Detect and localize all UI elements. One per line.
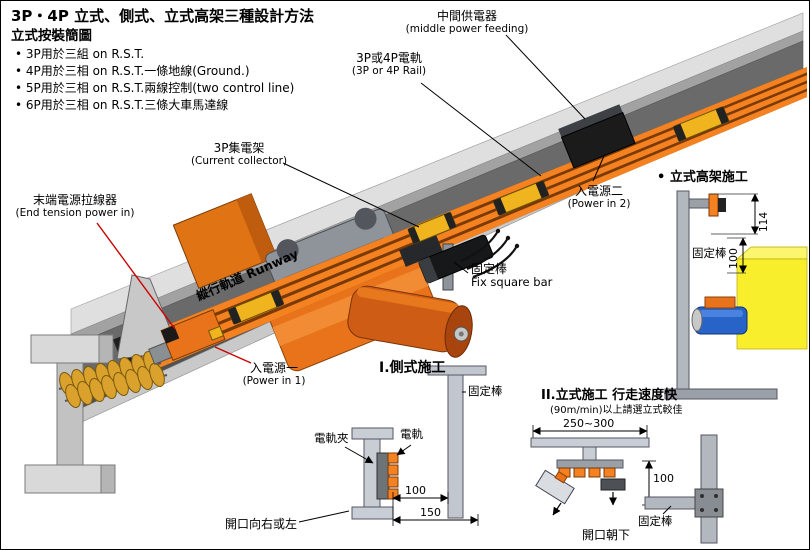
end-power-clamp (160, 309, 226, 361)
black-leader-lines (282, 34, 605, 274)
dim-150-label: 150 (420, 506, 441, 519)
detail-vertical (530, 425, 724, 544)
rail-clamp (492, 180, 550, 216)
end-tension-assembly (58, 274, 226, 408)
callout-collector-zh: 3P集電架 (213, 141, 265, 155)
dimension-lines (392, 494, 479, 524)
rail-label: 電軌 (400, 427, 423, 441)
callout-power-in-1-en: (Power in 1) (242, 375, 306, 388)
rail-clamp-label: 電軌夾 (314, 431, 349, 445)
beam-end-cross-section (24, 334, 116, 494)
spec-bullet: • 4P用於三相 on R.S.T.一條地線(Ground.) (15, 64, 250, 78)
hoist-motor (347, 285, 473, 358)
page-subtitle: 立式按裝簡圖 (11, 28, 92, 44)
middle-power-feeder-box (558, 104, 636, 169)
collector-spring-arms (460, 228, 520, 279)
callout-power-in-1: 入電源一 (Power in 1) (227, 361, 321, 388)
current-collector (399, 211, 520, 291)
callout-collector-en: (Current collector) (190, 155, 288, 168)
hanging-collector (600, 478, 626, 491)
dim-100-side-label: 100 (405, 484, 426, 497)
callout-power-in-2: 入電源二 (Power in 2) (551, 184, 647, 211)
callout-middle-power-zh: 中間供電器 (436, 9, 497, 23)
collector-bracket (407, 211, 457, 245)
ceiling-beam-flange (530, 437, 650, 448)
dim-100-vertical-label: 100 (653, 472, 674, 485)
rail-clamp-section (376, 452, 390, 500)
callout-fix-bar-zh: 固定棒 (471, 262, 508, 276)
spec-bullet: • 3P用於三組 on R.S.T. (15, 47, 145, 61)
red-leader-lines (96, 222, 252, 364)
callout-power-in-2-zh: 入電源二 (574, 184, 623, 198)
rail-clamps (227, 106, 730, 325)
callout-middle-power: 中間供電器 (middle power feeding) (391, 9, 543, 36)
detail-vertical-title: II.立式施工 行走速度快 (541, 388, 678, 403)
detail-elevated-fix-bar-label: 固定棒 (692, 246, 727, 260)
tilted-collector (535, 469, 575, 505)
side-post (447, 374, 464, 519)
detail-vertical-note: (90m/min)以上請選立式較佳 (550, 405, 683, 416)
page-title: 3P・4P 立式、側式、立式高架三種設計方法 (11, 7, 315, 25)
collector-body (418, 234, 494, 284)
callout-end-tension: 末端電源拉線器 (End tension power in) (5, 193, 145, 220)
support-column (676, 190, 690, 394)
dimension-lines (739, 193, 759, 274)
opening-down-label: 開口朝下 (582, 528, 631, 542)
hanging-rails (558, 467, 616, 478)
detail-side (298, 365, 487, 526)
rail-clamp (672, 106, 730, 142)
callout-fix-bar: 固定棒 Fix square bar (471, 262, 552, 290)
callout-end-tension-en: (End tension power in) (15, 207, 135, 220)
callout-middle-power-en: (middle power feeding) (405, 23, 529, 36)
detail-side-fix-bar-label: 固定棒 (468, 384, 503, 398)
dim-100-label: 100 (727, 248, 740, 269)
callout-fix-bar-en: Fix square bar (471, 275, 553, 290)
callout-rail-zh: 3P或4P電軌 (356, 51, 422, 65)
callout-power-in-2-en: (Power in 2) (567, 198, 631, 211)
dim-span-label: 250~300 (563, 417, 615, 430)
rail-clamp (227, 289, 285, 325)
wall-block (736, 258, 808, 350)
opening-direction-label: 開口向右或左 (225, 517, 298, 531)
conductor-rails (123, 67, 807, 384)
spec-bullet: • 6P用於三相 on R.S.T.三條大車馬達線 (15, 98, 229, 112)
callout-rail-en: (3P or 4P Rail) (351, 65, 427, 78)
mini-rail (708, 193, 719, 217)
hoist-back-box (172, 193, 278, 289)
detail-vertical-fix-bar-label: 固定棒 (638, 514, 673, 528)
conductor-rail-band (123, 67, 807, 384)
spec-bullet: • 5P用於三相 on R.S.T.兩線控制(two control line) (15, 81, 295, 95)
callout-power-in-1-zh: 入電源一 (249, 361, 298, 375)
callout-rail: 3P或4P電軌 (3P or 4P Rail) (327, 51, 451, 78)
dim-114-label: 114 (758, 211, 770, 232)
detail-elevated-title: • 立式高架施工 (657, 170, 748, 185)
detail-elevated (664, 190, 808, 400)
tension-springs (59, 351, 165, 408)
detail-side-title: I.側式施工 (379, 360, 446, 376)
callout-collector: 3P集電架 (Current collector) (181, 141, 297, 168)
callout-end-tension-zh: 末端電源拉線器 (32, 193, 117, 207)
fix-bar-arm (644, 496, 704, 510)
down-arrow-icon (552, 492, 617, 516)
